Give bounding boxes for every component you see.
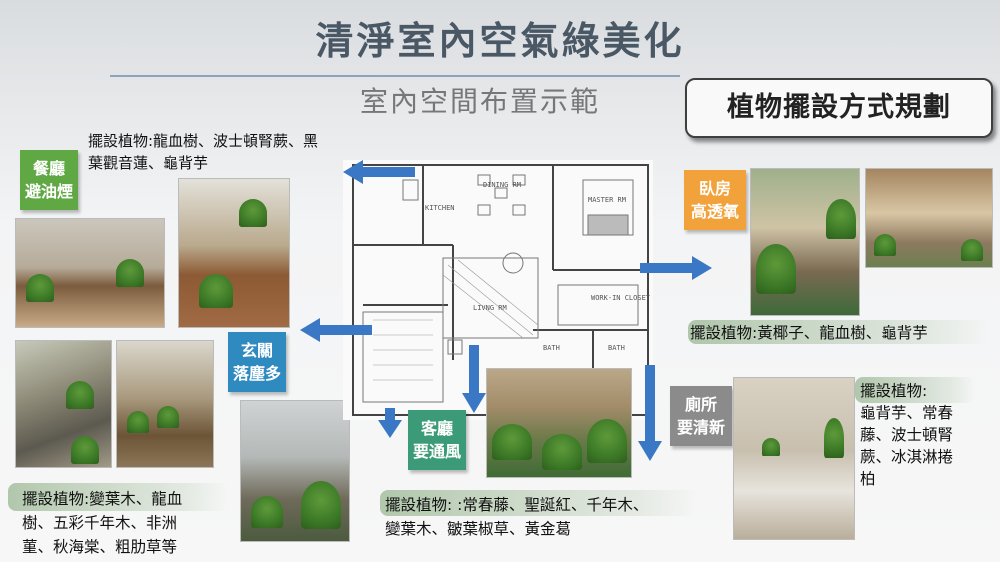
plant-icon [239, 199, 267, 227]
bathroom-plants-line: 擺設植物: [860, 382, 928, 400]
bedroom-tag-line: 高透氧 [690, 202, 739, 221]
bedroom-photo-room [865, 168, 993, 268]
entrance-plants-line: 樹、五彩千年木、非洲 [22, 514, 178, 532]
bedroom-tag: 臥房 高透氧 [684, 170, 746, 230]
living-tag-line: 客廳 [420, 419, 453, 438]
room-label-living: LIVNG RM [473, 304, 507, 312]
living-tag: 客廳 要通風 [408, 410, 466, 470]
living-photo [486, 368, 632, 478]
bathroom-plants-line: 柏 [860, 470, 876, 488]
bathroom-plants-text: 擺設植物: 龜背芋、常春 藤、波士頓腎 蕨、冰淇淋捲 柏 [860, 380, 953, 490]
bathroom-plants-line: 龜背芋、常春 [860, 404, 954, 422]
arrow-left-icon [343, 160, 415, 184]
entrance-highlight [8, 483, 230, 511]
bathroom-plants-line: 蕨、冰淇淋捲 [860, 448, 954, 466]
plant-icon [71, 436, 99, 464]
room-label-bath2: BATH [608, 344, 625, 352]
arrow-right-icon [640, 256, 712, 280]
living-plants-text: 擺設植物: :常春藤、聖誕紅、千年木、 變葉木、皺葉椒草、黃金葛 [385, 493, 648, 541]
bathroom-tag-line: 要清新 [676, 418, 725, 437]
plant-icon [762, 438, 780, 456]
plant-icon [157, 406, 179, 428]
title-divider [110, 75, 680, 77]
subtitle: 室內空間布置示範 [360, 85, 601, 118]
bathroom-tag-line: 廁所 [684, 395, 717, 414]
entrance-plants-line: 擺設植物:變葉木、龍血 [22, 490, 183, 508]
arrow-down-icon [638, 365, 662, 461]
bedroom-plants-text: 擺設植物:黃椰子、龍血樹、龜背芋 [690, 324, 928, 342]
dining-photo-kitchen [15, 218, 165, 328]
plant-icon [251, 496, 283, 528]
dining-plants-line: 擺設植物:龍血樹、波士頓腎蕨、黑 [88, 132, 319, 150]
bathroom-highlight [855, 377, 975, 403]
plant-icon [116, 259, 144, 287]
bedroom-highlight [688, 320, 988, 344]
arrow-left-icon [300, 318, 372, 342]
bedroom-tag-line: 臥房 [698, 179, 731, 198]
plant-icon [961, 239, 983, 261]
living-tag-line: 要通風 [412, 442, 461, 461]
dining-plants-line: 葉觀音蓮、龜背芋 [88, 154, 209, 172]
dining-photo-counter [178, 178, 290, 328]
room-label-master: MASTER RM [588, 196, 626, 204]
plant-icon [756, 244, 796, 294]
arrow-down-icon [462, 345, 486, 413]
plant-icon [301, 481, 341, 529]
plant-icon [542, 434, 582, 470]
bathroom-plants-line: 藤、波士頓腎 [860, 426, 954, 444]
plant-icon [824, 418, 844, 458]
entrance-photo-stairs [15, 340, 112, 468]
living-plants-line: 變葉木、皺葉椒草、黃金葛 [385, 520, 572, 538]
plant-icon [587, 419, 627, 463]
living-highlight [380, 490, 700, 516]
plan-button[interactable]: 植物擺設方式規劃 [685, 78, 993, 138]
room-label-dining: DINING RM [483, 181, 521, 189]
plant-icon [874, 234, 896, 256]
plant-icon [127, 411, 149, 433]
main-title: 清淨室內空氣綠美化 [315, 19, 685, 63]
plant-icon [826, 199, 856, 239]
entrance-photo-window [116, 340, 214, 468]
dining-tag: 餐廳 避油煙 [20, 150, 78, 210]
entrance-plants-line: 菫、秋海棠、粗肋草等 [22, 538, 178, 556]
plant-icon [26, 274, 54, 302]
bathroom-tag: 廁所 要清新 [670, 386, 732, 446]
dining-tag-line: 避油煙 [24, 182, 73, 201]
dining-tag-line: 餐廳 [32, 159, 65, 178]
plant-icon [66, 381, 94, 409]
arrow-down-icon [378, 408, 402, 438]
living-plants-line: 擺設植物: :常春藤、聖誕紅、千年木、 [385, 496, 649, 514]
plant-icon [492, 424, 532, 460]
plant-icon [199, 274, 233, 308]
entrance-photo-door [240, 400, 350, 542]
entrance-tag-line: 落塵多 [232, 364, 281, 383]
dining-plants-text: 擺設植物:龍血樹、波士頓腎蕨、黑 葉觀音蓮、龜背芋 [88, 130, 318, 174]
entrance-plants-text: 擺設植物:變葉木、龍血 樹、五彩千年木、非洲 菫、秋海棠、粗肋草等 [22, 487, 182, 559]
entrance-tag-line: 玄關 [240, 341, 273, 360]
entrance-tag: 玄關 落塵多 [228, 332, 286, 392]
room-label-closet: WORK-IN CLOSET [591, 294, 651, 302]
bathroom-photo [733, 377, 855, 540]
bedroom-photo-window [750, 168, 860, 316]
room-label-bath1: BATH [543, 344, 560, 352]
room-label-kitchen: KITCHEN [425, 204, 455, 212]
